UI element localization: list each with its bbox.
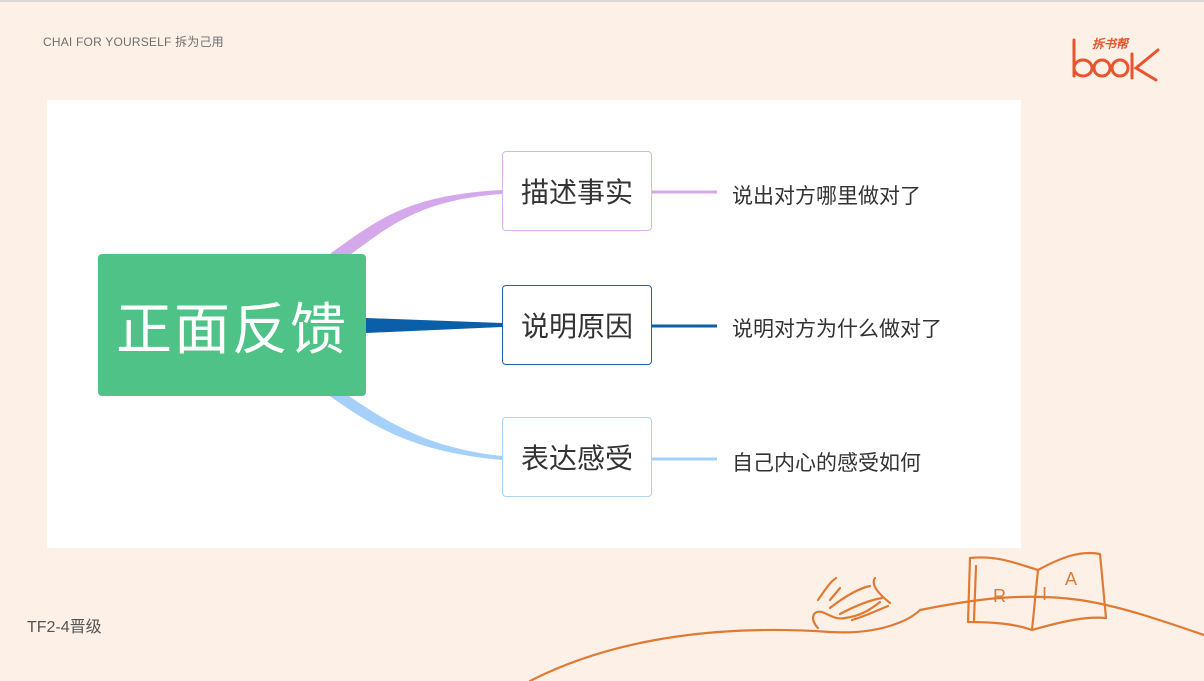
leaf-text-2: 说明对方为什么做对了 [732, 317, 942, 341]
hand-book-illustration: R I A [528, 551, 1204, 681]
logo: 拆书帮 [1066, 32, 1166, 84]
connector-branch-2 [366, 318, 502, 333]
mindmap-panel: 正面反馈 描述事实 说明原因 表达感受 说出对方哪里做对了 说明对方为什么做对了… [47, 100, 1021, 548]
root-node: 正面反馈 [98, 254, 366, 396]
book-letter-a: A [1065, 569, 1077, 589]
logo-text: 拆书帮 [1092, 37, 1129, 51]
connector-branch-1 [327, 190, 502, 260]
top-border [0, 0, 1204, 2]
mindmap-connectors [327, 190, 717, 461]
header-title: CHAI FOR YOURSELF 拆为己用 [43, 35, 224, 49]
leaf-text-1: 说出对方哪里做对了 [732, 184, 921, 208]
book-letter-i: I [1042, 584, 1047, 604]
branch-node-describe-facts: 描述事实 [502, 151, 652, 231]
branch-node-express-feelings: 表达感受 [502, 417, 652, 497]
connector-branch-3 [327, 392, 502, 460]
book-letter-r: R [993, 586, 1006, 606]
branch-node-explain-reason: 说明原因 [502, 285, 652, 365]
leaf-text-3: 自己内心的感受如何 [732, 451, 921, 475]
footer-label: TF2-4晋级 [27, 619, 102, 636]
